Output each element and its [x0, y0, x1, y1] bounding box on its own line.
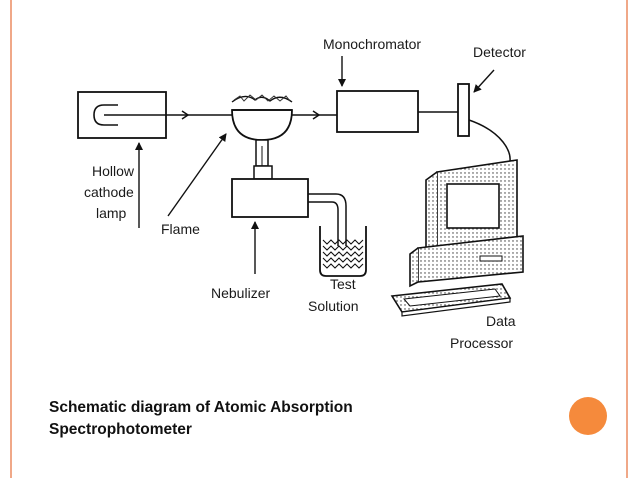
- label-cathode: cathode: [84, 184, 134, 200]
- computer: [390, 159, 524, 317]
- monochromator-box: [336, 90, 419, 133]
- caption-line-2: Spectrophotometer: [49, 421, 192, 438]
- aas-schematic-diagram: Monochromator Detector Hollow cathode la…: [77, 36, 526, 351]
- light-beam: [104, 110, 458, 120]
- nebulizer: [231, 178, 347, 246]
- caption-line-1: Schematic diagram of Atomic Absorption: [49, 399, 353, 416]
- label-data: Data: [486, 313, 516, 329]
- data-cable: [468, 119, 511, 169]
- burner-flame: [231, 94, 293, 180]
- accent-circle: [569, 397, 607, 435]
- label-detector: Detector: [473, 44, 526, 60]
- slide-border-left: [10, 0, 12, 478]
- label-processor: Processor: [450, 335, 513, 351]
- test-solution-beaker: [319, 226, 367, 277]
- pointer-arrows: [135, 56, 495, 274]
- label-nebulizer: Nebulizer: [211, 285, 270, 301]
- label-solution: Solution: [308, 298, 359, 314]
- slide-border-right: [626, 0, 628, 478]
- label-lamp: lamp: [96, 205, 127, 221]
- label-test: Test: [330, 276, 356, 292]
- detector-plate: [457, 83, 470, 137]
- label-flame: Flame: [161, 221, 200, 237]
- slide-caption: Schematic diagram of Atomic Absorption S…: [49, 397, 509, 441]
- label-monochromator: Monochromator: [323, 36, 421, 52]
- label-hollow: Hollow: [92, 163, 135, 179]
